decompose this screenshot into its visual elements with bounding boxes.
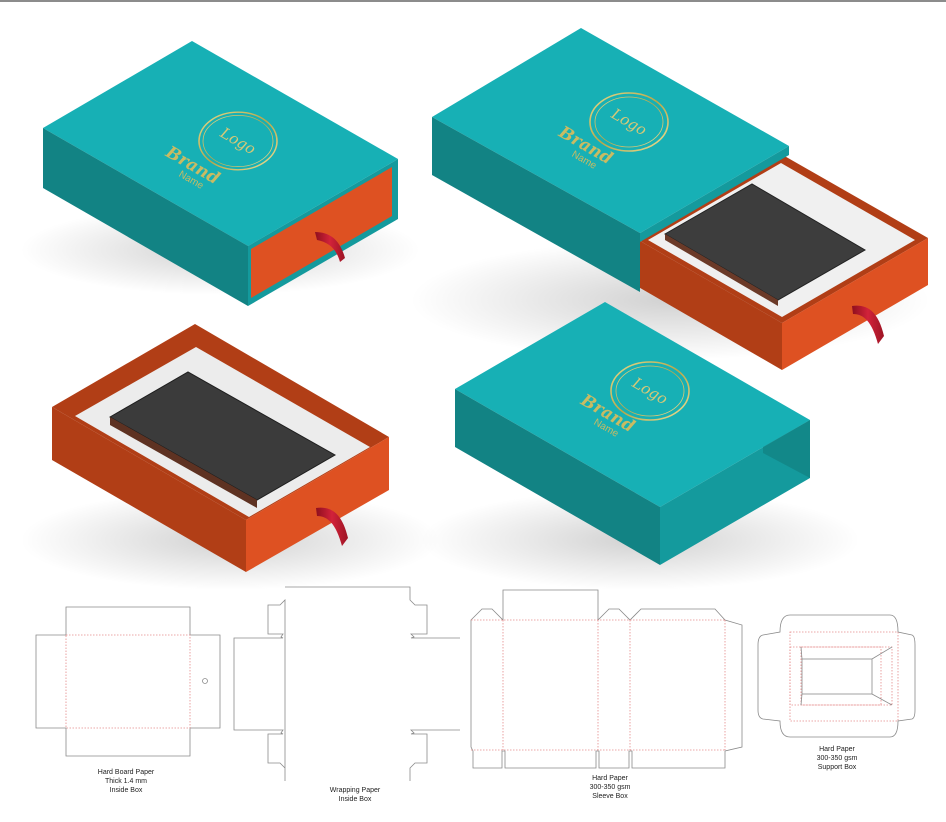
dieline-label-inside-box-board: Hard Board Paper Thick 1.4 mm Inside Box	[97, 769, 155, 794]
dieline-label-support-box: Hard Paper 300-350 gsm Support Box	[816, 746, 858, 771]
half-open-box-mockup: Logo Brand Name	[410, 28, 930, 370]
dieline-label-inside-box-wrap: Wrapping Paper Inside Box	[329, 787, 381, 803]
top-border	[0, 0, 946, 2]
dieline-inside-box-board	[35, 606, 221, 757]
closed-box-mockup: Logo Brand Name	[20, 41, 420, 306]
dieline-sleeve-box	[470, 589, 743, 769]
dieline-support-box	[757, 614, 916, 738]
dieline-inside-box-wrap	[233, 586, 460, 781]
empty-sleeve-mockup: Logo Brand Name	[420, 302, 860, 590]
dieline-label-sleeve-box: Hard Paper 300-350 gsm Sleeve Box	[589, 775, 631, 800]
inside-drawer-mockup	[20, 324, 440, 590]
